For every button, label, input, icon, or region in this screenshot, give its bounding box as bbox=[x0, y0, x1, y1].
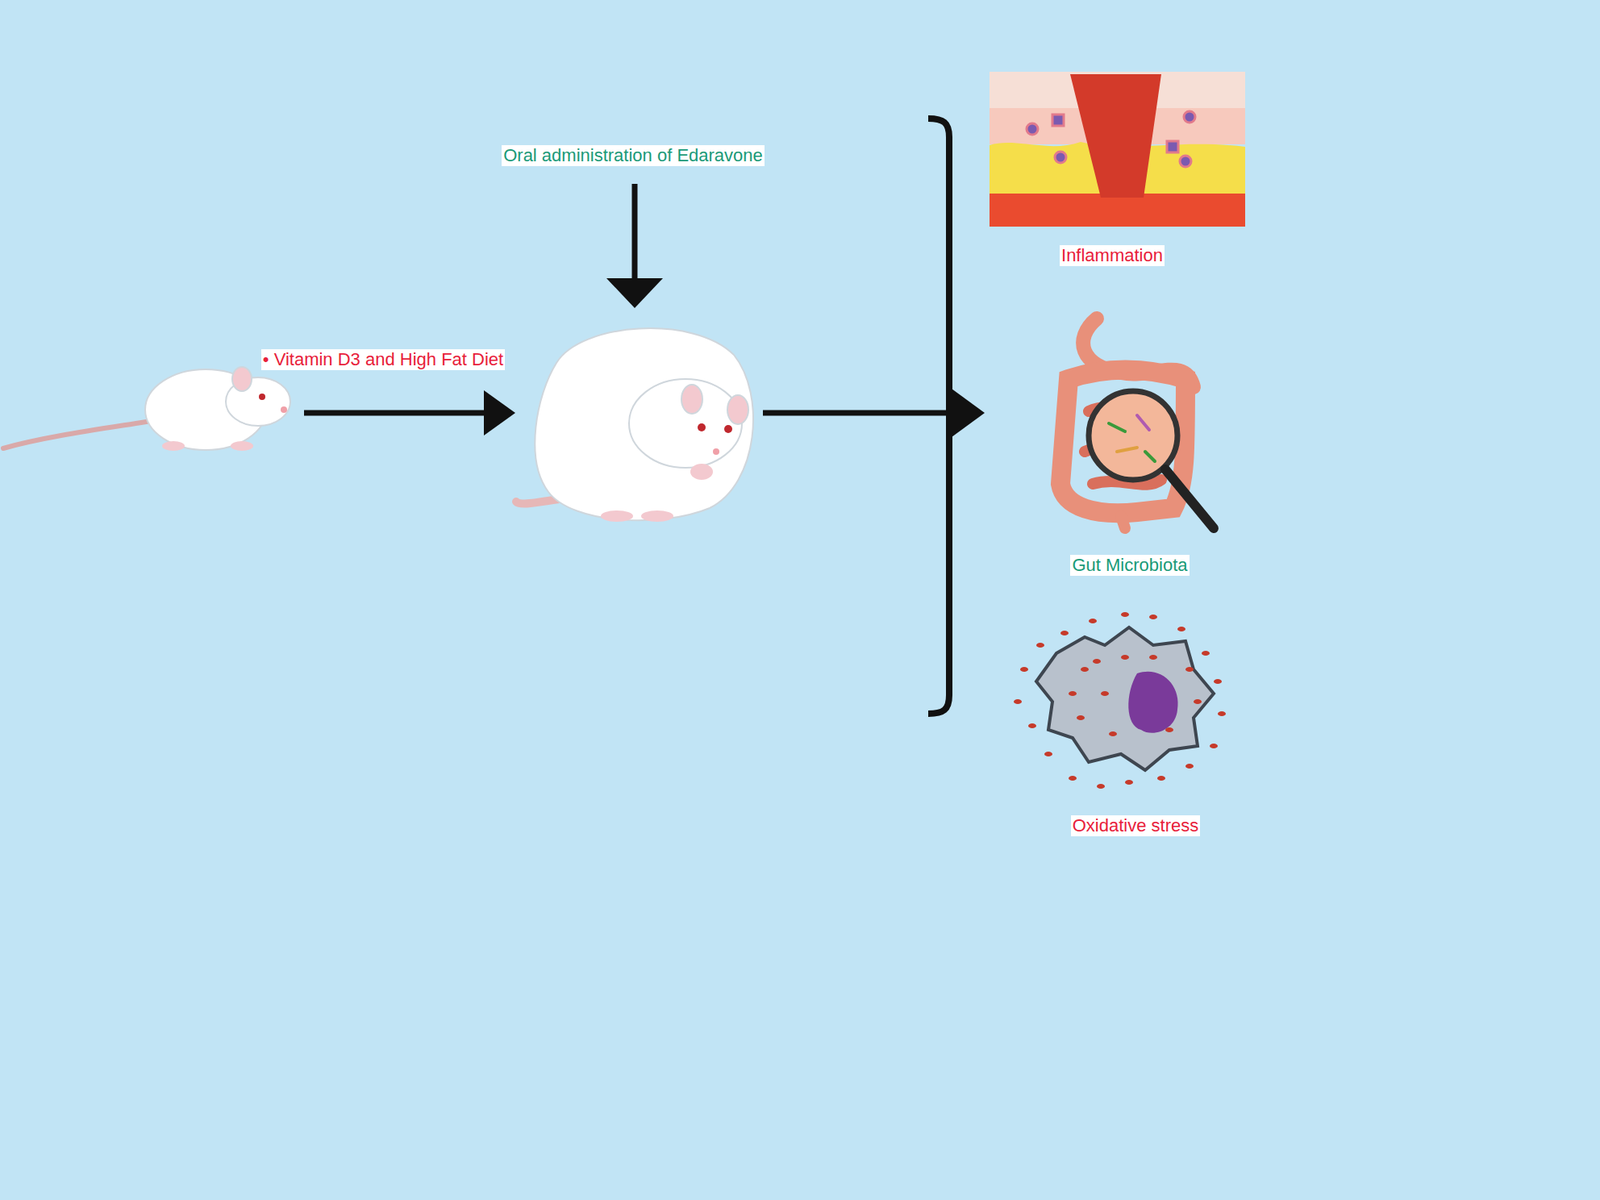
ros-dot bbox=[1080, 666, 1089, 672]
ros-dot bbox=[1149, 654, 1158, 660]
obese-mouse bbox=[516, 328, 754, 522]
ros-dot bbox=[1165, 727, 1174, 733]
lean-mouse bbox=[3, 366, 291, 451]
ros-dot bbox=[1044, 751, 1053, 757]
ros-dot bbox=[1060, 630, 1069, 636]
ros-dot bbox=[1217, 711, 1226, 717]
ros-dot bbox=[1157, 775, 1166, 781]
ros-dot bbox=[1120, 654, 1130, 660]
ros-dot bbox=[1149, 614, 1158, 620]
text-label: Oxidative stress bbox=[1070, 815, 1201, 837]
ros-dot bbox=[1068, 691, 1077, 696]
oxidative-cell bbox=[1013, 612, 1226, 789]
gut-intestine bbox=[1060, 318, 1214, 529]
ros-dot bbox=[1185, 763, 1194, 769]
ros-dot bbox=[1092, 658, 1101, 664]
ros-dot bbox=[1068, 775, 1077, 781]
text-label: Oral administration of Edaravone bbox=[501, 145, 765, 167]
ros-dot bbox=[1036, 642, 1045, 648]
ros-dot bbox=[1125, 779, 1134, 785]
text-label: • Vitamin D3 and High Fat Diet bbox=[261, 349, 505, 371]
text-label: Inflammation bbox=[1059, 245, 1165, 267]
ros-dot bbox=[1088, 618, 1097, 624]
text-label: Gut Microbiota bbox=[1070, 554, 1189, 576]
ros-dot bbox=[1185, 666, 1194, 672]
inflammation-tissue bbox=[989, 71, 1246, 227]
ros-dot bbox=[1108, 731, 1117, 737]
ros-dot bbox=[1100, 691, 1109, 696]
ros-dot bbox=[1209, 743, 1218, 749]
ros-dot bbox=[1076, 715, 1085, 721]
ros-dot bbox=[1201, 650, 1210, 656]
ros-dot bbox=[1013, 699, 1022, 705]
ros-dot bbox=[1096, 783, 1105, 789]
ros-dot bbox=[1028, 723, 1037, 729]
ros-dot bbox=[1193, 699, 1202, 705]
ros-dot bbox=[1213, 679, 1222, 684]
ros-dot bbox=[1177, 626, 1186, 632]
ros-dot bbox=[1120, 612, 1130, 617]
ros-dot bbox=[1020, 666, 1029, 672]
